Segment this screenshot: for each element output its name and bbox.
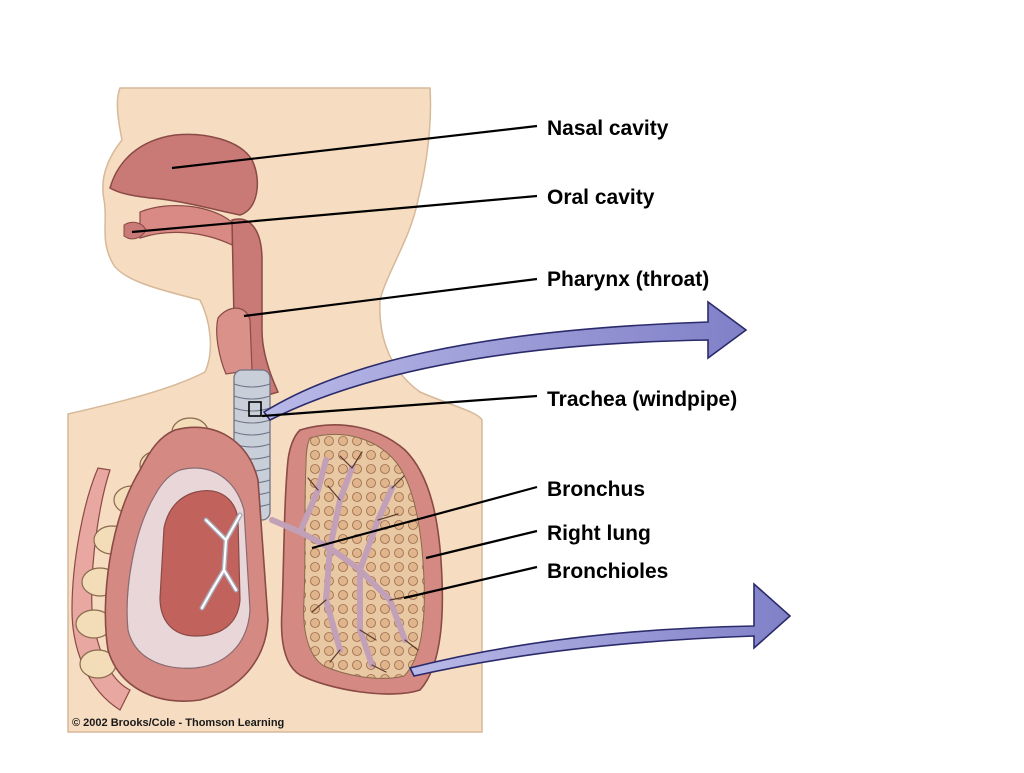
larynx-shape (216, 307, 253, 375)
leader-line-bronchus (311, 485, 538, 550)
leader-line-trachea (261, 394, 538, 418)
right-lung-shape (269, 424, 444, 695)
upper-arrow (262, 300, 748, 422)
left-lung-cutaway (104, 426, 269, 702)
leader-line-nasal-cavity (171, 124, 538, 170)
label-right-lung: Right lung (547, 522, 651, 545)
leader-line-right-lung (425, 529, 538, 560)
label-trachea: Trachea (windpipe) (547, 388, 738, 411)
label-bronchioles: Bronchioles (547, 560, 669, 583)
leader-lines (131, 124, 538, 600)
copyright-notice: © 2002 Brooks/Cole - Thomson Learning (72, 717, 285, 729)
label-bronchus: Bronchus (547, 478, 646, 501)
label-nasal-cavity: Nasal cavity (547, 117, 669, 140)
label-pharynx: Pharynx (throat) (547, 268, 710, 291)
label-oral-cavity: Oral cavity (547, 186, 655, 209)
lower-arrow (408, 582, 792, 677)
leader-line-oral-cavity (131, 194, 538, 234)
leader-line-pharynx (243, 277, 538, 318)
nasal-cavity-shape (109, 133, 259, 216)
leader-line-bronchioles (403, 565, 538, 600)
